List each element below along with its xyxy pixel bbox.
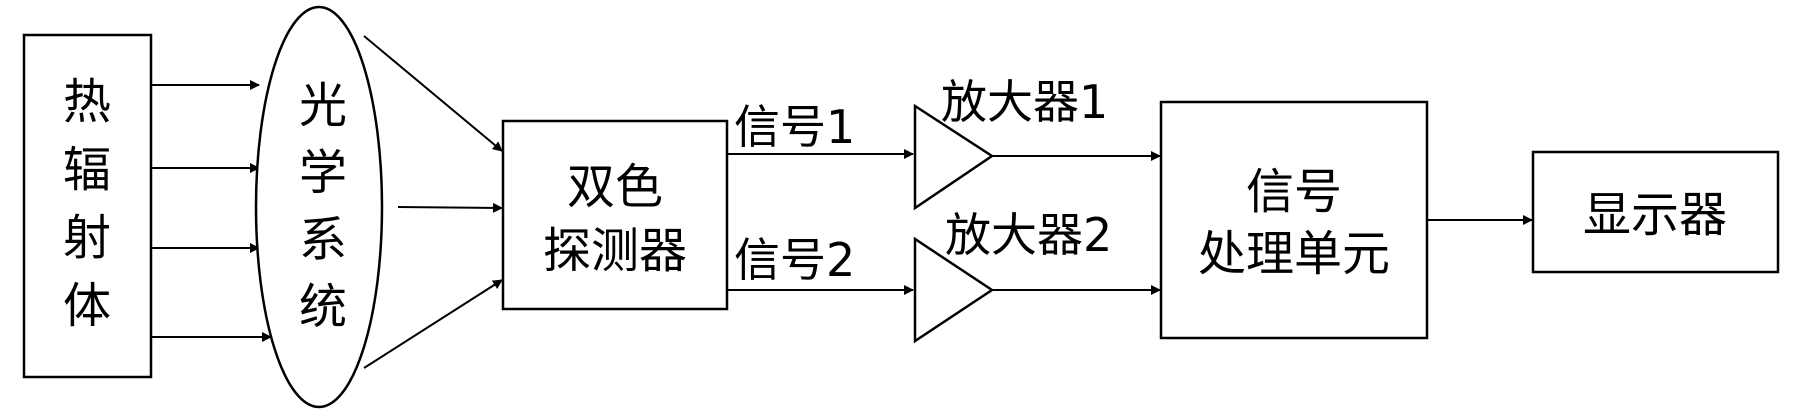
- heat-radiator-node: 热 辐 射 体: [22, 33, 153, 379]
- signal-1-label: 信号1: [734, 100, 855, 154]
- amplifier-2-triangle: [913, 236, 995, 344]
- amplifier-2-label: 放大器2: [945, 208, 1112, 262]
- converge-arrow-bottom: [363, 279, 503, 369]
- detector-label-line-1: 双色: [567, 159, 663, 215]
- heat-radiator-char-1: 热: [63, 74, 111, 130]
- optics-to-detector-arrows: [363, 35, 503, 369]
- signal-processing-unit-node: 信号 处理单元: [1159, 100, 1429, 340]
- heat-radiator-char-2: 辐: [63, 142, 111, 198]
- optical-system-char-3: 系: [299, 212, 347, 268]
- detector-label-line-2: 探测器: [543, 223, 687, 279]
- display-label: 显示器: [1583, 187, 1727, 243]
- amplifier-2-node: 放大器2: [913, 208, 1161, 344]
- radiation-rays: [151, 80, 272, 342]
- dual-color-detector-node: 双色 探测器: [501, 119, 729, 311]
- amplifier-1-triangle: [913, 103, 995, 211]
- heat-radiator-char-4: 体: [63, 278, 111, 334]
- amplifier-1-label: 放大器1: [941, 75, 1108, 129]
- processing-label-line-2: 处理单元: [1198, 226, 1390, 282]
- optical-system-char-2: 学: [299, 145, 347, 201]
- processing-label-line-1: 信号: [1246, 164, 1342, 220]
- signal-2-path: 信号2: [727, 233, 914, 295]
- signal-2-label: 信号2: [734, 233, 855, 287]
- optical-system-ellipse: [254, 5, 384, 409]
- converge-arrow-middle: [397, 202, 503, 213]
- display-box: [1531, 150, 1780, 274]
- display-node: 显示器: [1531, 150, 1780, 274]
- dual-color-detector-box: [501, 119, 729, 311]
- signal-processing-unit-box: [1159, 100, 1429, 340]
- heat-radiator-box: [22, 33, 153, 379]
- optical-system-char-4: 统: [299, 279, 347, 335]
- optical-system-char-1: 光: [299, 78, 347, 134]
- amplifier-1-node: 放大器1: [913, 75, 1161, 211]
- heat-radiator-char-3: 射: [63, 210, 111, 266]
- signal-1-path: 信号1: [727, 100, 914, 159]
- optical-system-node: 光 学 系 统: [254, 5, 384, 409]
- converge-arrow-top: [363, 35, 503, 152]
